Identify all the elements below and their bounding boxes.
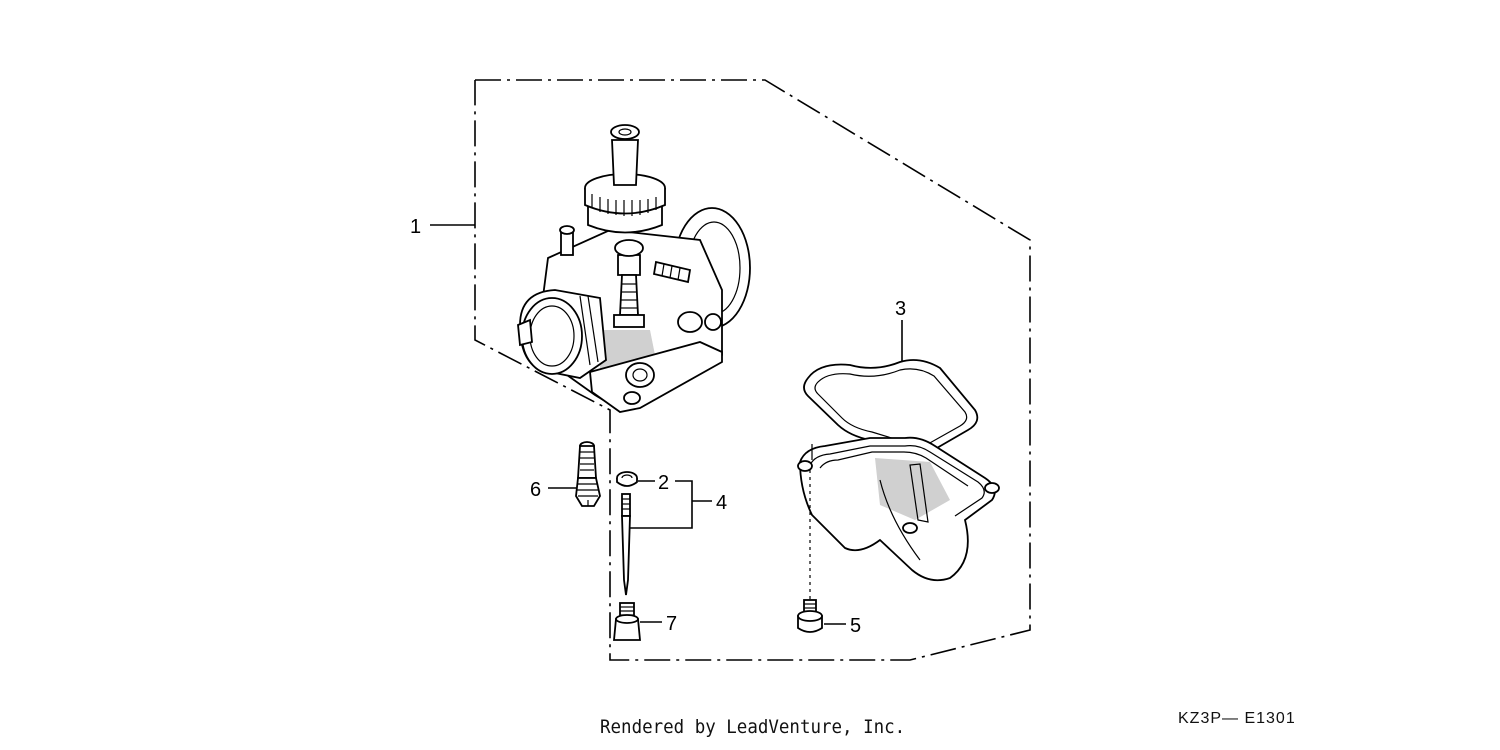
callout-4: 4 (716, 492, 727, 514)
callout-3: 3 (895, 298, 906, 320)
render-credit: Rendered by LeadVenture, Inc. (600, 716, 906, 738)
jet-needle[interactable] (621, 493, 631, 596)
main-jet[interactable] (613, 602, 641, 641)
float-bowl-gasket[interactable] (803, 359, 979, 457)
needle-clip[interactable] (616, 471, 638, 487)
diagram-code: KZ3P— E1301 (1178, 710, 1296, 727)
callout-1: 1 (410, 216, 421, 238)
float-bowl[interactable] (797, 436, 1000, 582)
assembly-boundary (474, 79, 1031, 661)
callout-2: 2 (658, 472, 669, 494)
leader-lines (430, 224, 903, 625)
callout-5: 5 (850, 615, 861, 637)
pilot-screw[interactable] (575, 441, 601, 507)
callout-7: 7 (666, 613, 677, 635)
carburetor-assembly[interactable] (517, 124, 751, 413)
callout-6: 6 (530, 479, 541, 501)
bowl-screw[interactable] (797, 470, 823, 633)
